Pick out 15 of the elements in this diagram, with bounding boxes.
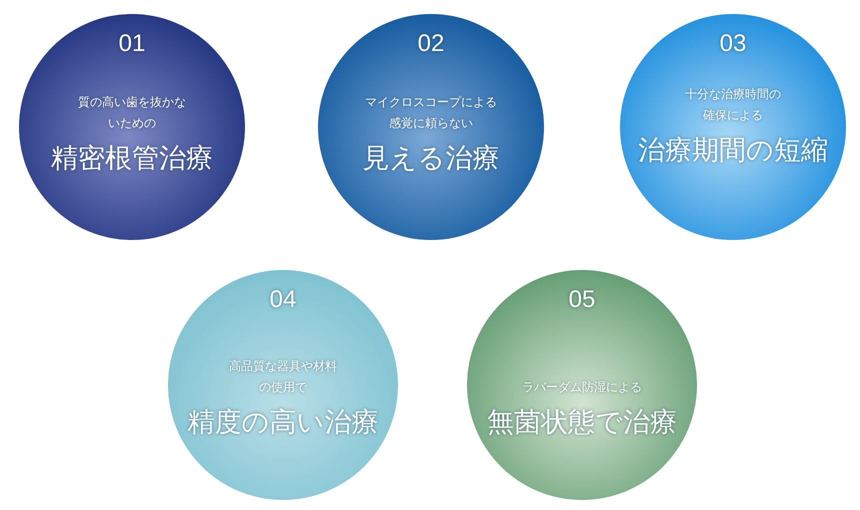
node-title: 精度の高い治療 [188, 406, 378, 440]
node-title: 無菌状態で治療 [487, 406, 677, 440]
step-number: 03 [720, 30, 746, 58]
node-title: 精密根管治療 [51, 142, 213, 176]
node-subtitle: 十分な治療時間の確保による [684, 86, 782, 124]
node-title: 治療期間の短縮 [638, 134, 828, 168]
node-subtitle: 高品質な器具や材料の使用で [228, 358, 338, 396]
step-number: 01 [118, 30, 146, 58]
step-number: 04 [270, 286, 296, 314]
node-title: 見える治療 [362, 142, 500, 176]
step-number: 05 [568, 286, 596, 314]
node-subtitle: ラバーダム防湿による [521, 379, 643, 396]
node-subtitle: マイクロスコープによる感覚に頼らない [364, 94, 498, 132]
step-number: 02 [418, 30, 444, 58]
node-subtitle: 質の高い歯を抜かないための [77, 94, 187, 132]
